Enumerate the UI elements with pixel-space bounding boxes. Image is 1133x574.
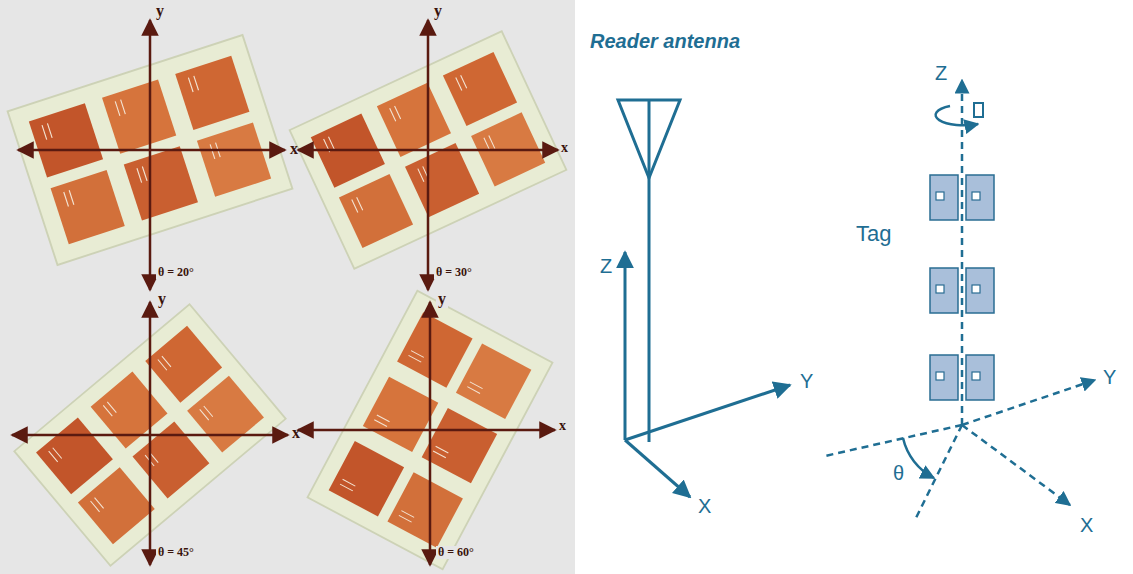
axis-label: y [156, 290, 168, 308]
antenna-title: Reader antenna [590, 30, 740, 52]
axis-label: Y [800, 370, 813, 392]
angle-label: θ = 60° [436, 546, 476, 559]
axis-label: X [1080, 514, 1093, 536]
angle-label: θ = 30° [434, 266, 474, 279]
axis-label: X [698, 495, 711, 517]
axis-label: x [290, 140, 298, 158]
angle-label: θ [893, 462, 904, 484]
axis-label: Z [600, 255, 612, 277]
angle-label: θ = 20° [156, 266, 196, 279]
axis-label: x [561, 140, 568, 155]
axis-label: Y [1103, 366, 1116, 388]
axis-label: Z [935, 62, 947, 84]
axis-label: y [156, 2, 164, 20]
axis-label: y [434, 2, 442, 20]
axis-label: x [559, 418, 566, 433]
axis-label: y [436, 290, 448, 308]
angle-label: θ = 45° [156, 546, 196, 559]
axis-label: x [292, 424, 300, 442]
tag-label: Tag [856, 222, 891, 246]
